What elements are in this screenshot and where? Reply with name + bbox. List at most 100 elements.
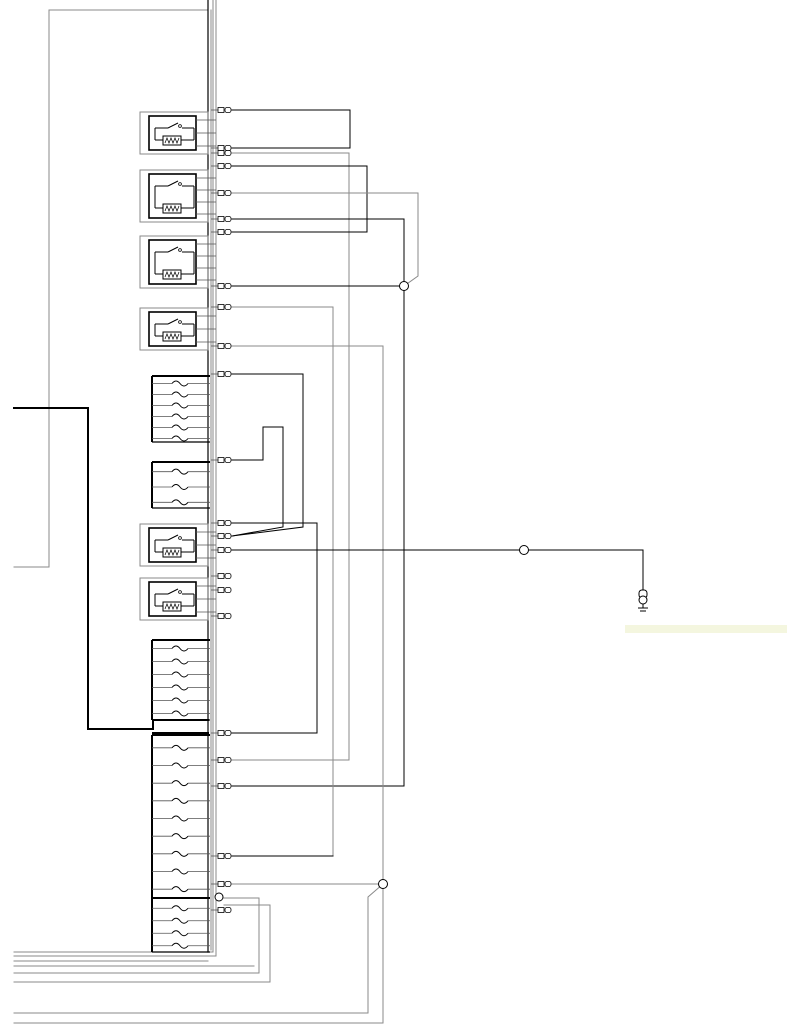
relay-housing	[139, 169, 209, 223]
connector-pin-icon	[211, 145, 232, 151]
connector-pin-icon	[211, 229, 232, 235]
connector-pin-icon	[211, 547, 232, 553]
pin-male	[217, 907, 225, 913]
relay-3	[139, 235, 216, 289]
junction-node	[399, 281, 409, 291]
relay-contact-point	[178, 124, 182, 128]
fuse-icon	[171, 484, 189, 490]
main-bus	[207, 0, 212, 953]
relay-coil-winding	[164, 205, 180, 212]
relay-contact-point	[178, 182, 182, 186]
fuse-group-1	[151, 375, 210, 443]
fuse-block	[151, 375, 210, 953]
fuse-icon	[171, 468, 189, 475]
pin-female	[224, 457, 232, 463]
fuse-icon	[171, 905, 189, 912]
right-routing-wires	[231, 109, 644, 885]
connector-pin-icon	[211, 907, 232, 913]
relay-group	[139, 111, 216, 621]
relay-contact-point	[178, 536, 182, 540]
relay-coil-winding	[164, 271, 180, 278]
relay-switch-icon	[167, 122, 179, 129]
pin-female	[224, 587, 232, 593]
pin-male	[217, 145, 225, 151]
junction-node	[519, 545, 529, 555]
relay-coil-winding	[164, 333, 180, 340]
fuse-icon	[171, 917, 189, 924]
fuse-icon	[171, 671, 189, 678]
fuse-icon	[171, 886, 189, 893]
relay-switch-icon	[167, 588, 179, 595]
pin-male	[217, 150, 225, 156]
connector-pin-icon	[211, 881, 232, 887]
connector-pin-icon	[211, 457, 232, 463]
relay-switch-icon	[167, 318, 179, 325]
connector-pin-icon	[211, 371, 232, 377]
fuse-group-2	[151, 461, 210, 509]
fuse-icon	[171, 645, 189, 652]
relay-switch-icon	[167, 246, 179, 253]
fuse-icon	[171, 762, 189, 769]
pin-male	[217, 573, 225, 579]
fuse-icon	[171, 780, 189, 787]
fuse-icon	[171, 658, 189, 665]
fuse-group-3	[151, 639, 210, 721]
main-feed-wire	[13, 407, 209, 730]
pin-female	[224, 304, 232, 310]
pin-female	[224, 853, 232, 859]
pin-female	[224, 533, 232, 539]
ground-icon	[638, 589, 648, 612]
pin-male	[217, 457, 225, 463]
fuse-icon	[171, 930, 189, 937]
pin-male	[217, 304, 225, 310]
fuse-icon	[171, 391, 189, 398]
connector-pin-icon	[211, 520, 232, 526]
relay-2	[139, 169, 216, 223]
pin-female	[224, 145, 232, 151]
fuse-icon	[171, 833, 189, 840]
fuse-icon	[171, 744, 189, 751]
relay-switch-icon	[167, 180, 179, 187]
relay-6	[139, 577, 216, 621]
pin-male	[217, 107, 225, 113]
relay-housing	[139, 235, 209, 289]
fuse-icon	[171, 413, 189, 420]
connector-pin-icon	[211, 613, 232, 619]
pin-female	[224, 343, 232, 349]
pin-female	[224, 229, 232, 235]
connector-pin-icon	[211, 283, 232, 289]
pin-female	[224, 216, 232, 222]
relay-coil-winding	[164, 603, 180, 610]
pin-male	[217, 757, 225, 763]
connector-pin-icon	[211, 343, 232, 349]
pin-male	[217, 853, 225, 859]
pin-male	[217, 783, 225, 789]
connector-pin-icon	[211, 150, 232, 156]
fuse-icon	[171, 435, 189, 442]
pin-male	[217, 229, 225, 235]
connector-pin-icon	[211, 190, 232, 196]
fuse-icon	[171, 380, 189, 387]
pin-male	[217, 343, 225, 349]
pin-female	[224, 163, 232, 169]
outer-frame-wires	[13, 0, 384, 1024]
connector-pin-icon	[211, 163, 232, 169]
fuse-icon	[171, 868, 189, 875]
connector-pin-icon	[211, 304, 232, 310]
pin-male	[217, 881, 225, 887]
fuse-icon	[171, 499, 189, 506]
pin-male	[217, 520, 225, 526]
pin-male	[217, 730, 225, 736]
relay-4	[139, 307, 216, 351]
fuse-icon	[171, 402, 189, 409]
relay-5	[139, 523, 216, 567]
pin-female	[224, 520, 232, 526]
pin-male	[217, 371, 225, 377]
connector-pin-icon	[211, 533, 232, 539]
pin-male	[217, 613, 225, 619]
pin-male	[217, 587, 225, 593]
pin-female	[224, 371, 232, 377]
relay-coil-winding	[164, 137, 180, 144]
